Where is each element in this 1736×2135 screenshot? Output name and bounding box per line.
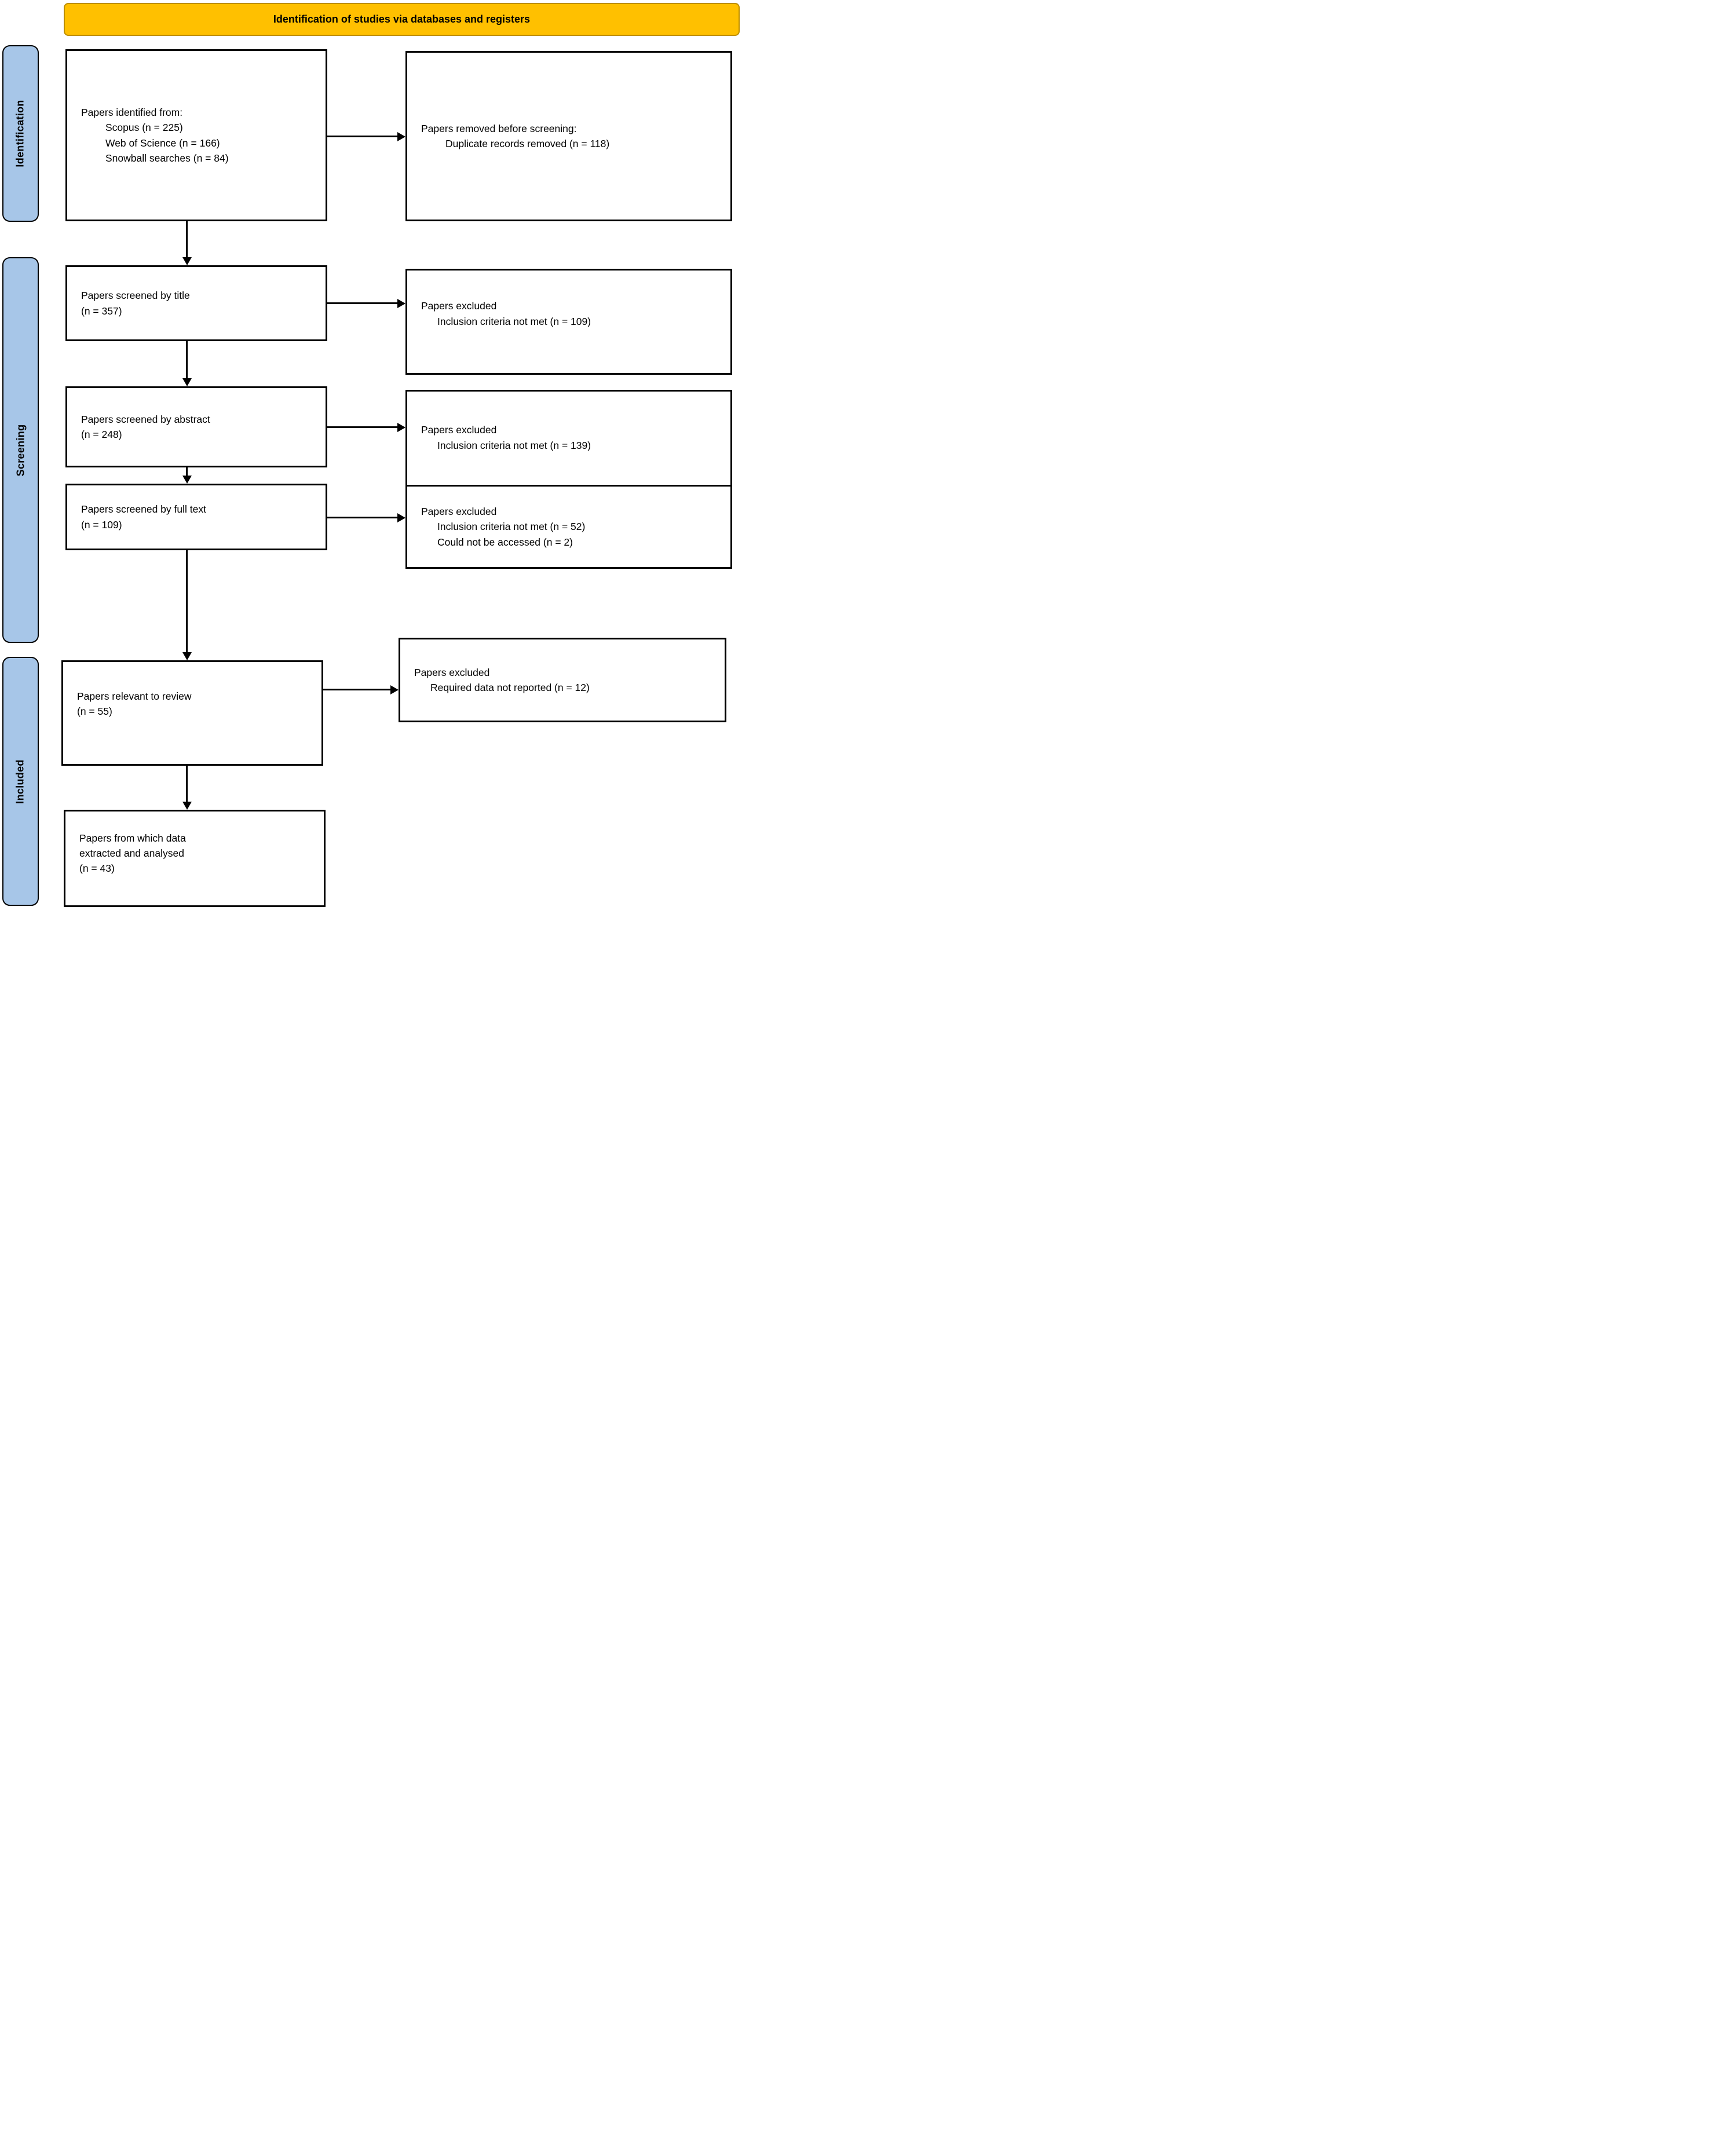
arrow-shaft	[327, 302, 397, 304]
screened-by-title-box: Papers screened by title (n = 357)	[65, 265, 327, 341]
data-extracted-box: Papers from which data extracted and ana…	[64, 810, 326, 907]
arrow-head-right-icon	[397, 298, 405, 308]
arrow-head-right-icon	[390, 685, 399, 694]
arrow-shaft	[323, 689, 390, 690]
arrow-shaft	[327, 517, 397, 518]
box-line: (n = 109)	[81, 518, 122, 531]
banner: Identification of studies via databases …	[64, 3, 740, 36]
box-line: Inclusion criteria not met (n = 139)	[437, 439, 591, 451]
sidebar-included-label: Included	[14, 759, 26, 804]
arrow-head-down-icon	[182, 257, 192, 265]
screened-by-fulltext-box: Papers screened by full text (n = 109)	[65, 484, 327, 550]
arrow-title-to-abstract	[182, 341, 192, 386]
arrow-shaft	[186, 341, 188, 378]
prisma-flow-diagram: Identification of studies via databases …	[0, 0, 741, 908]
box-line: Duplicate records removed (n = 118)	[445, 138, 610, 149]
box-line: (n = 43)	[79, 862, 115, 875]
box-line: (n = 55)	[77, 705, 112, 717]
box-line: Web of Science (n = 166)	[105, 137, 220, 149]
sidebar-identification-label: Identification	[14, 100, 27, 167]
arrow-identified-to-removed	[327, 131, 405, 141]
box-line: Papers excluded	[421, 424, 497, 436]
sidebar-screening: Screening	[2, 257, 39, 643]
arrow-shaft	[186, 221, 188, 257]
arrow-fulltext-to-excluded	[327, 513, 405, 522]
box-line: Papers screened by abstract	[81, 413, 210, 425]
sidebar-included: Included	[2, 657, 39, 906]
relevant-to-review-box: Papers relevant to review (n = 55)	[61, 660, 323, 766]
excluded-relevant-box: Papers excluded Required data not report…	[399, 638, 726, 722]
box-line: Papers removed before screening:	[421, 122, 577, 134]
box-line: Papers relevant to review	[77, 690, 192, 702]
banner-title: Identification of studies via databases …	[273, 13, 531, 25]
box-line: Could not be accessed (n = 2)	[437, 536, 573, 548]
arrow-shaft	[186, 766, 188, 802]
arrow-title-to-excluded	[327, 298, 405, 308]
arrow-abstract-to-fulltext	[182, 467, 192, 484]
box-line: Papers screened by title	[81, 290, 190, 302]
arrow-identified-to-title	[182, 221, 192, 265]
arrow-head-down-icon	[182, 802, 192, 810]
screened-by-abstract-box: Papers screened by abstract (n = 248)	[65, 386, 327, 467]
arrow-head-right-icon	[397, 422, 405, 432]
box-line: Required data not reported (n = 12)	[430, 682, 590, 693]
excluded-title-box: Papers excluded Inclusion criteria not m…	[405, 269, 732, 375]
box-line: extracted and analysed	[79, 847, 184, 859]
papers-identified-box: Papers identified from: Scopus (n = 225)…	[65, 49, 327, 221]
box-line: Papers identified from:	[81, 107, 183, 118]
box-line: Scopus (n = 225)	[105, 122, 183, 134]
box-line: Papers from which data	[79, 832, 186, 844]
box-line: Inclusion criteria not met (n = 52)	[437, 521, 586, 533]
box-line: Snowball searches (n = 84)	[105, 152, 229, 164]
box-line: (n = 248)	[81, 429, 122, 440]
arrow-head-right-icon	[397, 131, 405, 141]
arrow-shaft	[327, 426, 397, 428]
arrow-relevant-to-excluded	[323, 685, 399, 694]
arrow-abstract-to-excluded	[327, 422, 405, 432]
arrow-shaft	[327, 136, 397, 137]
box-line: (n = 357)	[81, 305, 122, 317]
excluded-fulltext-box: Papers excluded Inclusion criteria not m…	[405, 485, 732, 569]
box-line: Papers screened by full text	[81, 503, 206, 516]
arrow-shaft	[186, 550, 188, 652]
arrow-head-right-icon	[397, 513, 405, 522]
box-line: Inclusion criteria not met (n = 109)	[437, 315, 591, 327]
box-line: Papers excluded	[421, 506, 497, 518]
sidebar-identification: Identification	[2, 45, 39, 222]
removed-before-screening-box: Papers removed before screening: Duplica…	[405, 51, 732, 221]
arrow-head-down-icon	[182, 476, 192, 484]
sidebar-screening-label: Screening	[14, 424, 27, 476]
arrow-fulltext-to-relevant	[182, 550, 192, 660]
arrow-relevant-to-extracted	[182, 766, 192, 810]
arrow-shaft	[186, 467, 188, 476]
arrow-head-down-icon	[182, 378, 192, 386]
arrow-head-down-icon	[182, 652, 192, 660]
box-line: Papers excluded	[421, 300, 497, 312]
excluded-abstract-box: Papers excluded Inclusion criteria not m…	[405, 390, 732, 498]
box-line: Papers excluded	[414, 666, 490, 678]
